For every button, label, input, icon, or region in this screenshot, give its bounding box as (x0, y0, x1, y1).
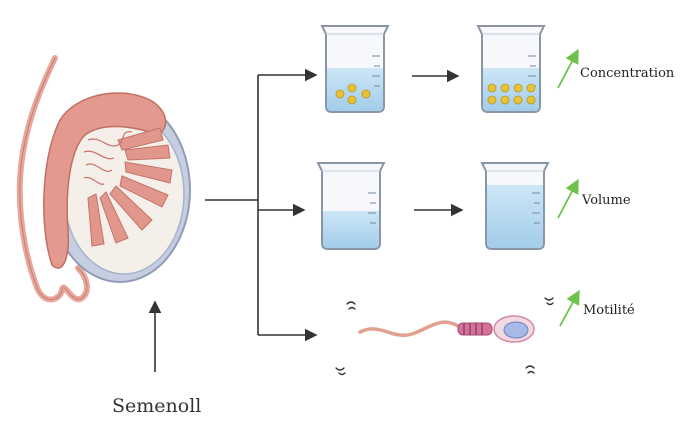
beaker-icon (481, 162, 549, 250)
particles (335, 83, 371, 105)
beaker-icon (321, 25, 389, 113)
testis-cross-section-icon (16, 55, 191, 303)
label-concentration: Concentration (580, 66, 675, 81)
label-volume: Volume (582, 193, 631, 208)
beaker-icon (477, 25, 545, 113)
up-trend-arrow-icon (557, 48, 579, 89)
label-source: Semenoll (112, 395, 202, 417)
label-motility: Motilité (583, 303, 635, 318)
motion-marks (335, 297, 554, 376)
up-trend-arrow-icon (557, 178, 579, 219)
sperm-cell-icon (358, 315, 535, 343)
particles (487, 83, 536, 105)
beaker-icon (317, 162, 385, 250)
branch-connector (205, 68, 318, 342)
up-trend-arrow-icon (559, 289, 580, 327)
